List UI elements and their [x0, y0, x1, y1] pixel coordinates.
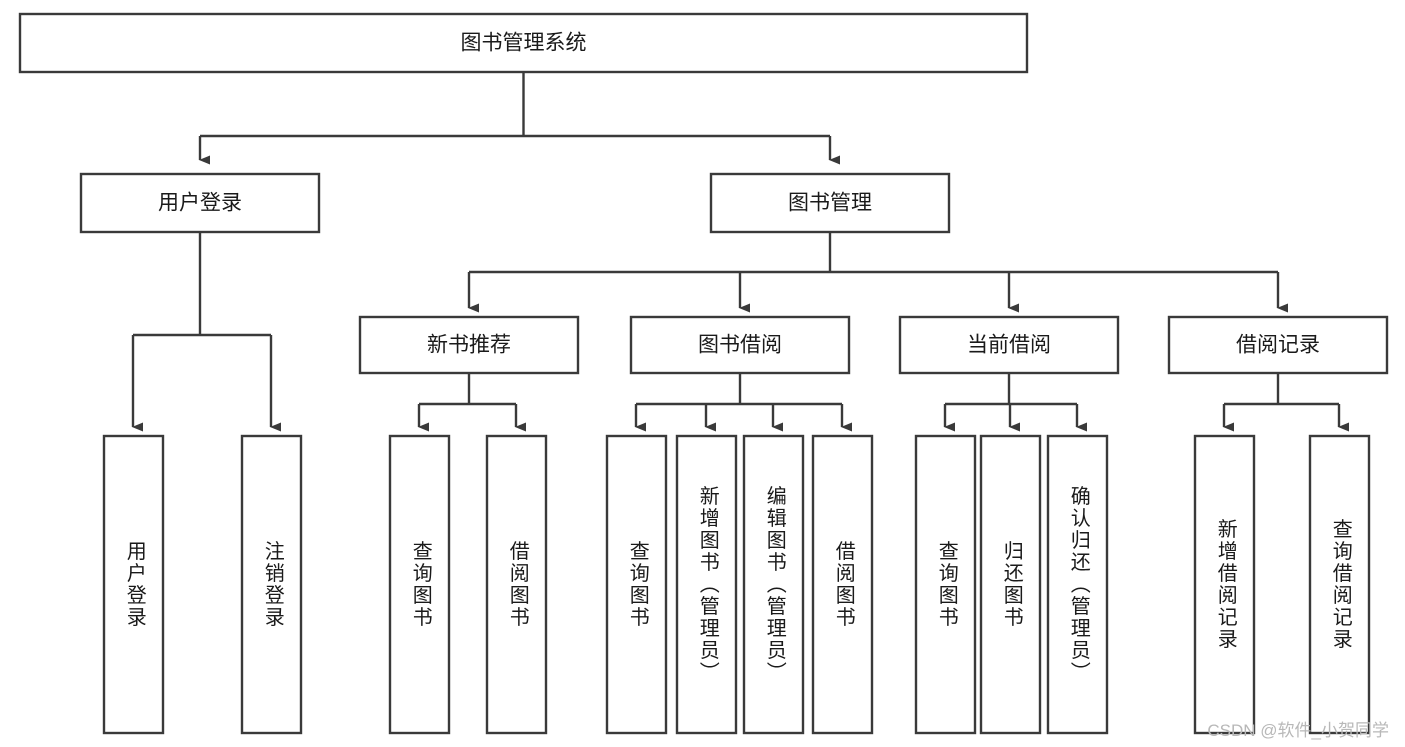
node-leaf-query-book-2[interactable]: 查询图书	[605, 434, 668, 735]
node-new-book-recommend-label: 新书推荐	[427, 334, 511, 357]
node-leaf-user-logout-label: 注销登录	[261, 540, 284, 628]
node-leaf-query-record[interactable]: 查询借阅记录	[1308, 434, 1371, 735]
node-new-book-recommend-box[interactable]	[358, 315, 580, 375]
node-leaf-query-record-label: 查询借阅记录	[1329, 518, 1352, 650]
node-book-management[interactable]: 图书管理	[709, 172, 951, 234]
node-leaf-query-book-3-label: 查询图书	[935, 540, 958, 628]
csdn-watermark: CSDN @软件_小贺同学	[1207, 721, 1389, 740]
node-user-login[interactable]: 用户登录	[79, 172, 321, 234]
node-leaf-user-login[interactable]: 用户登录	[102, 434, 165, 735]
node-book-management-box[interactable]	[709, 172, 951, 234]
node-leaf-user-login-box[interactable]	[102, 434, 165, 735]
node-user-login-label: 用户登录	[158, 192, 242, 215]
node-current-borrow-label: 当前借阅	[967, 334, 1051, 357]
node-leaf-return-book-label: 归还图书	[1000, 540, 1023, 628]
node-borrow-record-box[interactable]	[1167, 315, 1389, 375]
node-root[interactable]: 图书管理系统	[18, 12, 1029, 74]
node-book-management-label: 图书管理	[788, 192, 872, 215]
node-leaf-borrow-book-1-box[interactable]	[485, 434, 548, 735]
node-leaf-query-book-2-box[interactable]	[605, 434, 668, 735]
node-leaf-return-book[interactable]: 归还图书	[979, 434, 1042, 735]
node-leaf-borrow-book-2-box[interactable]	[811, 434, 874, 735]
node-leaf-add-record-label: 新增借阅记录	[1214, 518, 1237, 650]
node-leaf-user-logout-box[interactable]	[240, 434, 303, 735]
node-leaf-query-book-1-box[interactable]	[388, 434, 451, 735]
node-leaf-return-book-box[interactable]	[979, 434, 1042, 735]
node-leaf-edit-book-box[interactable]	[742, 434, 805, 735]
node-leaf-query-book-3-box[interactable]	[914, 434, 977, 735]
node-leaf-add-book[interactable]: 新增图书（管理员）	[675, 434, 738, 735]
node-root-label: 图书管理系统	[461, 32, 587, 55]
node-leaf-add-record[interactable]: 新增借阅记录	[1193, 434, 1256, 735]
node-leaf-confirm-return[interactable]: 确认归还（管理员）	[1046, 434, 1109, 735]
node-leaf-confirm-return-label: 确认归还（管理员）	[1067, 485, 1090, 683]
node-leaf-edit-book-label: 编辑图书（管理员）	[763, 485, 786, 683]
node-leaf-query-record-box[interactable]	[1308, 434, 1371, 735]
node-user-login-box[interactable]	[79, 172, 321, 234]
node-leaf-query-book-1-label: 查询图书	[409, 540, 432, 628]
node-leaf-edit-book[interactable]: 编辑图书（管理员）	[742, 434, 805, 735]
node-leaf-user-logout[interactable]: 注销登录	[240, 434, 303, 735]
node-new-book-recommend[interactable]: 新书推荐	[358, 315, 580, 375]
node-leaf-borrow-book-2-label: 借阅图书	[832, 540, 855, 628]
node-borrow-record[interactable]: 借阅记录	[1167, 315, 1389, 375]
node-leaf-borrow-book-1[interactable]: 借阅图书	[485, 434, 548, 735]
node-root-box[interactable]	[18, 12, 1029, 74]
node-borrow-record-label: 借阅记录	[1236, 334, 1320, 357]
connectors-group	[131, 72, 1349, 432]
node-leaf-confirm-return-box[interactable]	[1046, 434, 1109, 735]
node-leaf-query-book-3[interactable]: 查询图书	[914, 434, 977, 735]
node-leaf-add-record-box[interactable]	[1193, 434, 1256, 735]
node-leaf-query-book-2-label: 查询图书	[626, 540, 649, 628]
node-leaf-add-book-box[interactable]	[675, 434, 738, 735]
node-leaf-borrow-book-2[interactable]: 借阅图书	[811, 434, 874, 735]
node-leaf-user-login-label: 用户登录	[123, 541, 146, 629]
node-book-borrow-label: 图书借阅	[698, 334, 782, 357]
node-current-borrow-box[interactable]	[898, 315, 1120, 375]
node-leaf-add-book-label: 新增图书（管理员）	[696, 485, 719, 683]
node-leaf-query-book-1[interactable]: 查询图书	[388, 434, 451, 735]
node-current-borrow[interactable]: 当前借阅	[898, 315, 1120, 375]
node-leaf-borrow-book-1-label: 借阅图书	[506, 540, 529, 628]
node-book-borrow[interactable]: 图书借阅	[629, 315, 851, 375]
node-book-borrow-box[interactable]	[629, 315, 851, 375]
